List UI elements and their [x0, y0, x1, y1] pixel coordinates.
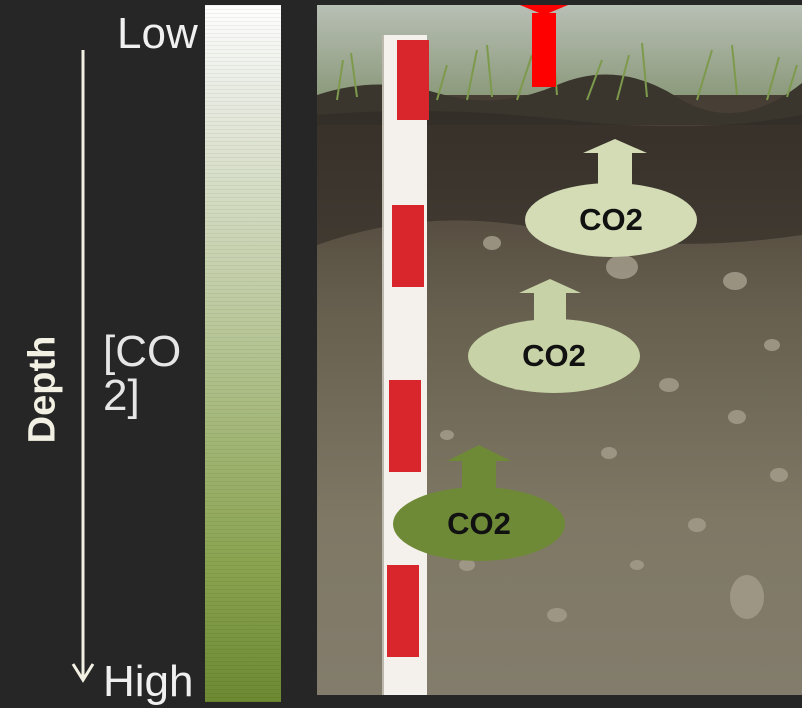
- co2-bubble-bottom-label: CO2: [447, 506, 511, 541]
- depth-axis-label: Depth: [21, 335, 64, 444]
- co2-concentration-label: [CO2]: [103, 327, 182, 420]
- co2-bubble-middle-label: CO2: [522, 338, 586, 373]
- co2-bubble-top-label: CO2: [579, 202, 643, 237]
- high-label: High: [103, 657, 194, 706]
- co2-bubble-middle: CO2: [467, 318, 641, 394]
- low-label: Low: [117, 9, 198, 58]
- depth-arrow-icon: [71, 50, 95, 683]
- co2-gradient-bar: [205, 5, 281, 702]
- co2-bubble-top: CO2: [524, 182, 698, 258]
- co2-bubble-bottom: CO2: [392, 486, 566, 562]
